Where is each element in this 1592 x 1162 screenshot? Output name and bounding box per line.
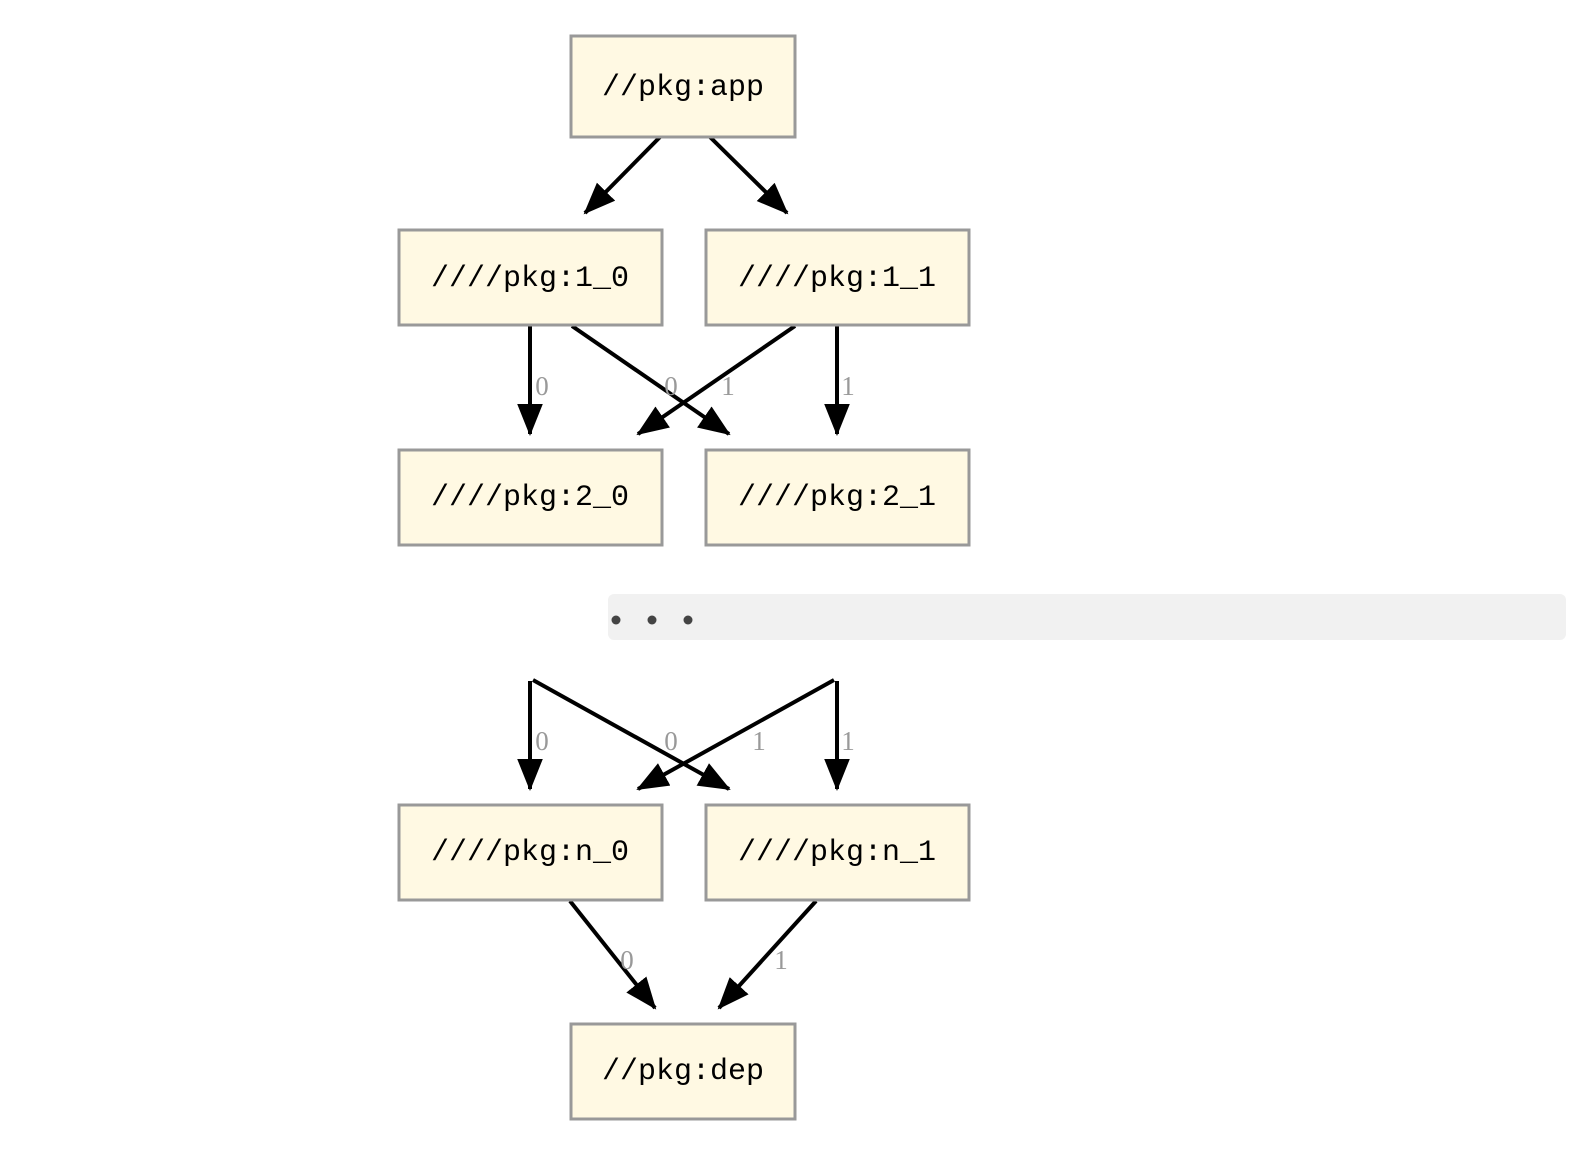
node-pkg-n_1-box[interactable]	[704, 803, 971, 902]
node-pkg-1_0[interactable]: ////pkg:1_0	[397, 228, 664, 327]
edge-label-1_1-2_0: 1	[721, 371, 735, 401]
edge-label-hidden-n_1: 0	[664, 726, 678, 756]
edge-n_0-to-dep	[568, 899, 657, 1010]
node-pkg-2_0-box[interactable]	[397, 448, 664, 547]
node-dep-label: //pkg:dep	[602, 1055, 764, 1089]
node-pkg-n_0-label: ////pkg:n_0	[431, 836, 629, 870]
node-app-label: //pkg:app	[602, 71, 764, 105]
edge-hidden-to-n_1	[532, 678, 731, 791]
edge-label-hidden-n_0: 0	[535, 726, 549, 756]
edge-n_1-to-dep	[717, 899, 818, 1010]
ellipsis-dot-3	[683, 615, 693, 625]
node-pkg-1_1[interactable]: ////pkg:1_1	[704, 228, 971, 327]
edge-label-n_1-dep: 1	[774, 945, 788, 975]
truncation-band	[608, 594, 1566, 640]
node-pkg-1_0-label: ////pkg:1_0	[431, 262, 629, 296]
node-pkg-n_1[interactable]: ////pkg:n_1	[704, 803, 971, 902]
node-pkg-2_0[interactable]: ////pkg:2_0	[397, 448, 664, 547]
edge-label-1_0-2_0: 0	[535, 371, 549, 401]
edge-app-to-1_1	[708, 135, 789, 215]
node-pkg-2_0-label: ////pkg:2_0	[431, 481, 629, 515]
node-dep-box[interactable]	[569, 1022, 797, 1121]
node-pkg-1_0-box[interactable]	[397, 228, 664, 327]
node-pkg-n_1-label: ////pkg:n_1	[738, 836, 936, 870]
ellipsis-band-rect	[608, 594, 1566, 640]
node-pkg-1_1-box[interactable]	[704, 228, 971, 327]
node-app-box[interactable]	[569, 34, 797, 139]
node-app[interactable]: //pkg:app	[569, 34, 797, 139]
edge-label-hidden2-n_0: 1	[752, 726, 766, 756]
edge-1_1-to-2_0	[636, 324, 797, 436]
edge-1_0-to-2_1	[570, 324, 731, 436]
node-pkg-1_1-label: ////pkg:1_1	[738, 262, 936, 296]
node-dep[interactable]: //pkg:dep	[569, 1022, 797, 1121]
edge-label-n_0-dep: 0	[620, 945, 634, 975]
edge-group-upper	[517, 135, 850, 436]
edge-hidden2-to-n_0	[636, 678, 835, 791]
edge-group-lower	[517, 678, 850, 1010]
ellipsis-dot-2	[647, 615, 657, 625]
node-pkg-2_1[interactable]: ////pkg:2_1	[704, 448, 971, 547]
node-pkg-n_0-box[interactable]	[397, 803, 664, 902]
node-pkg-2_1-label: ////pkg:2_1	[738, 481, 936, 515]
edge-label-hidden2-n_1: 1	[841, 726, 855, 756]
edge-label-1_0-2_1: 0	[664, 371, 678, 401]
ellipsis-dot-1	[611, 615, 621, 625]
edge-app-to-1_0	[583, 135, 662, 215]
edge-label-1_1-2_1: 1	[841, 371, 855, 401]
node-pkg-n_0[interactable]: ////pkg:n_0	[397, 803, 664, 902]
node-pkg-2_1-box[interactable]	[704, 448, 971, 547]
